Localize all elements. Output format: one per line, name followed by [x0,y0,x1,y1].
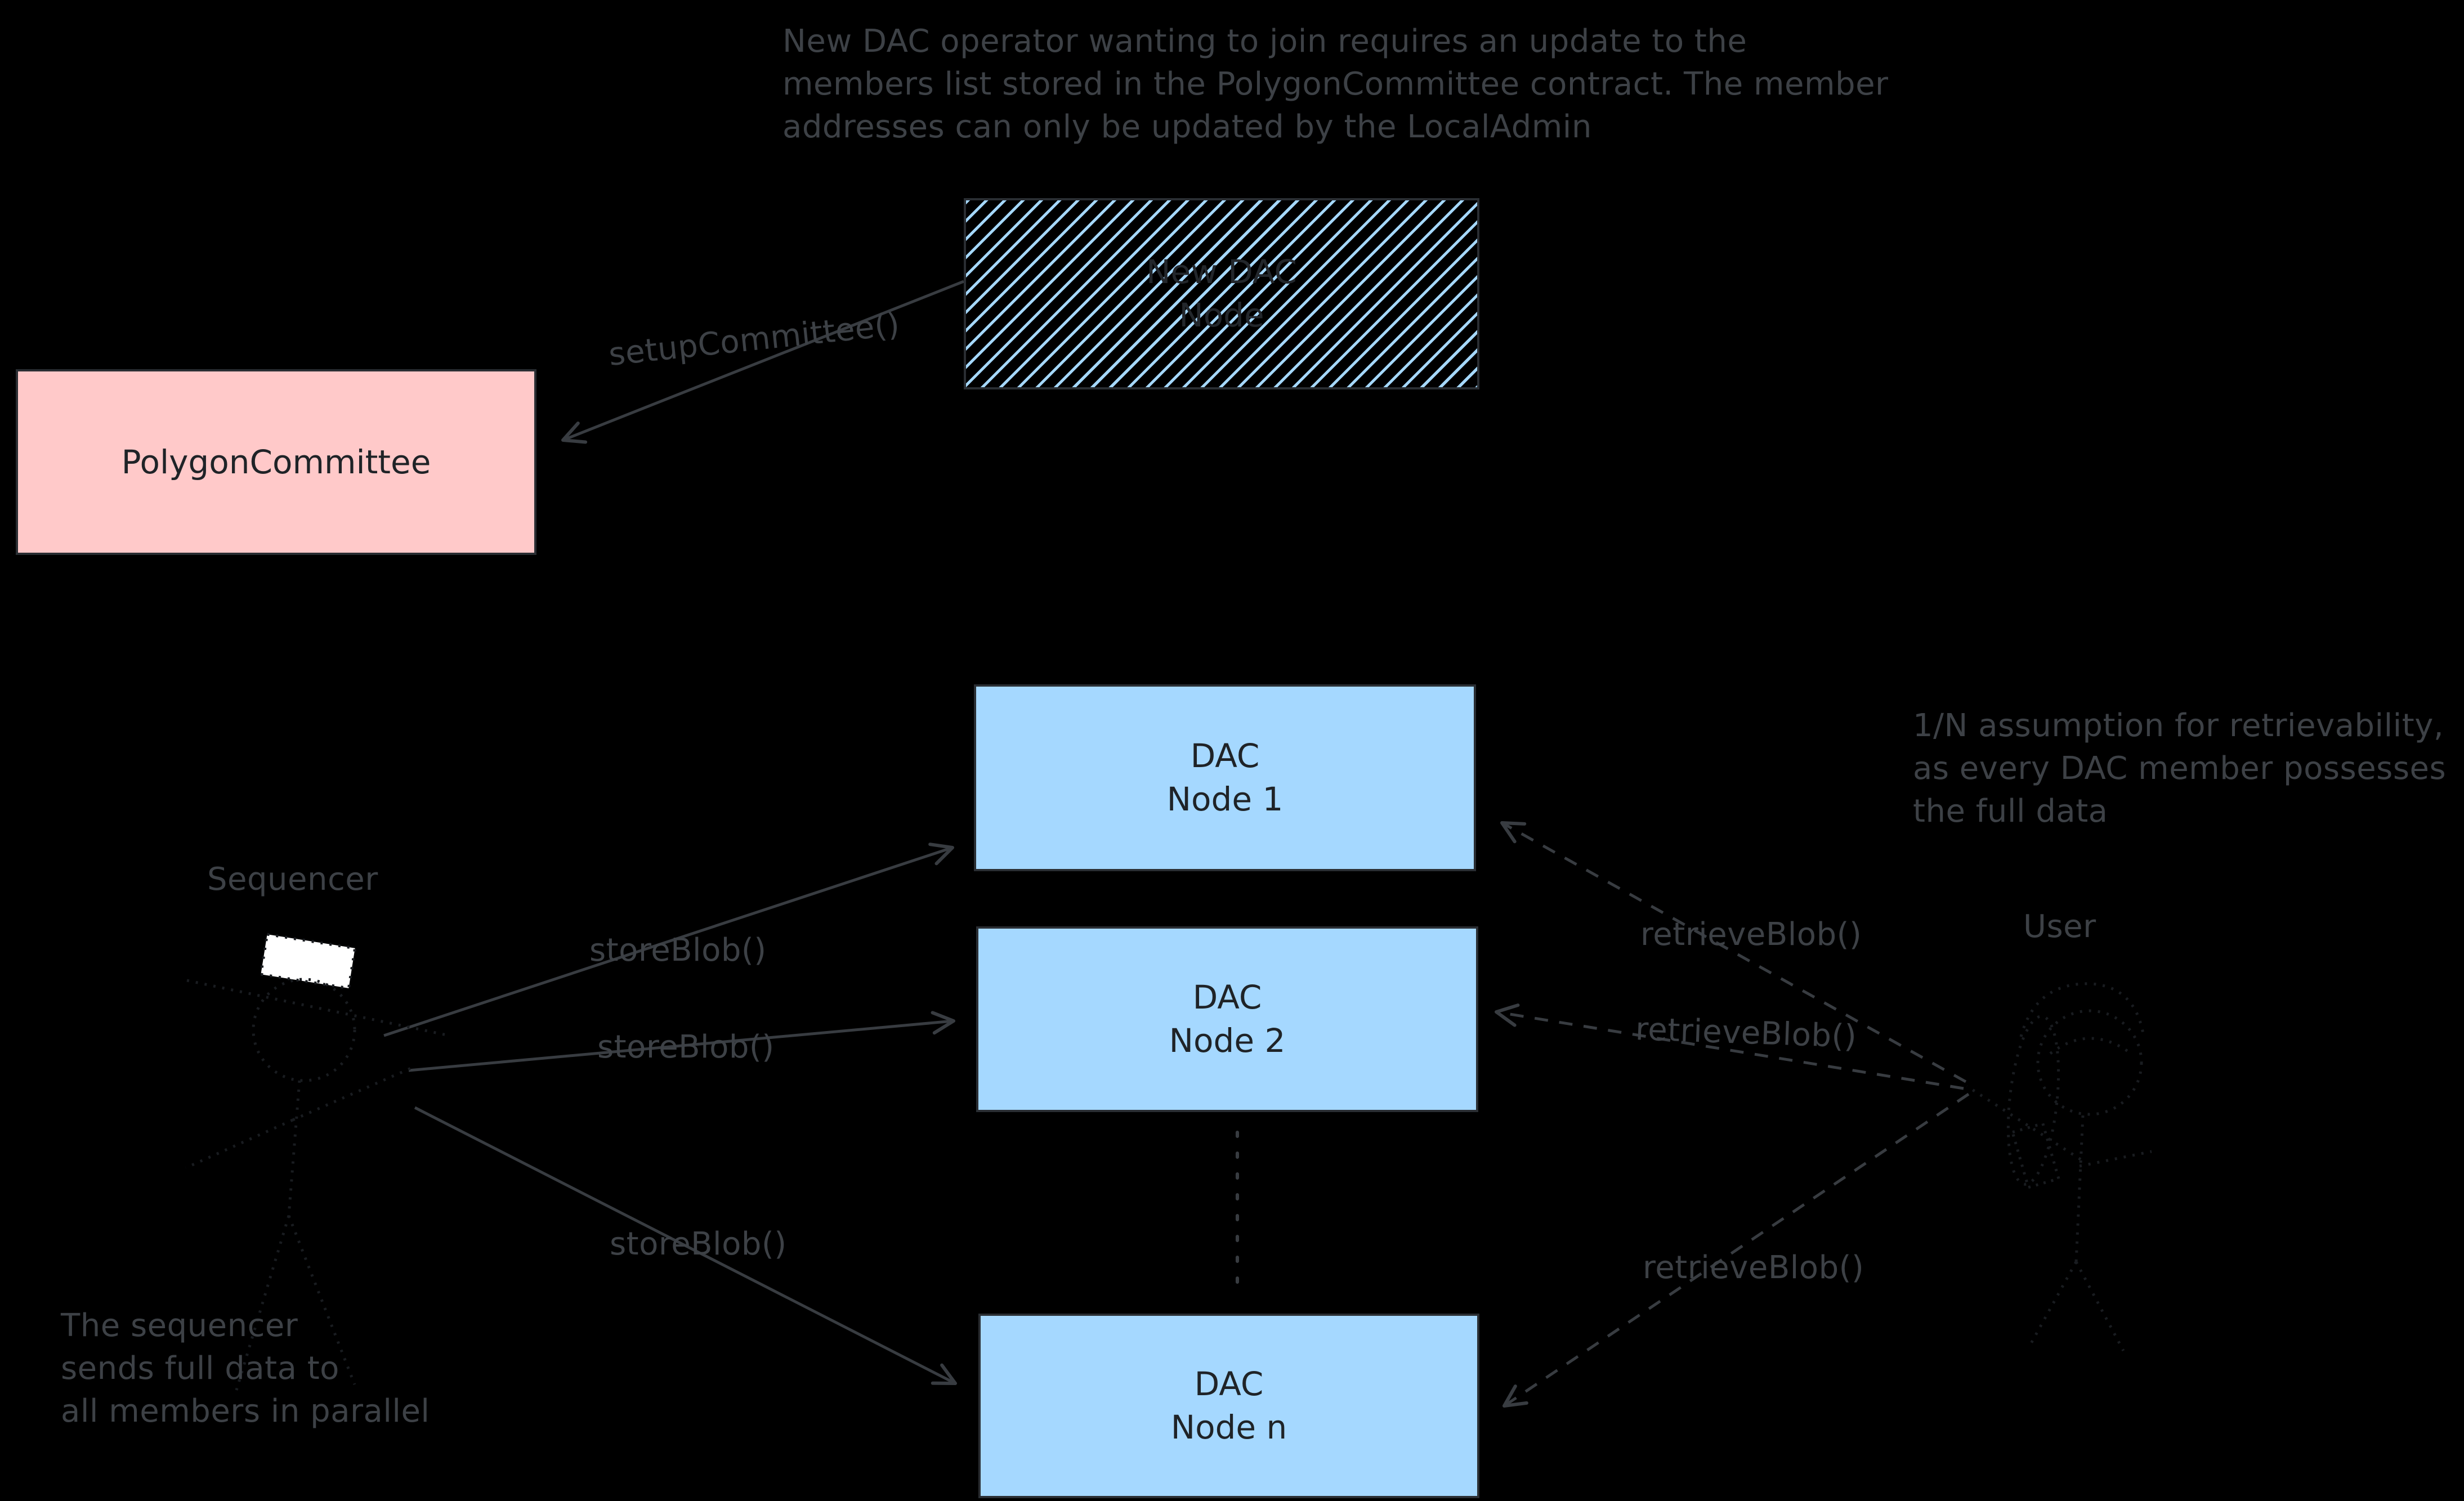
note-retrievability: 1/N assumption for retrievability, as ev… [1913,707,2447,830]
user-head [2036,1009,2143,1116]
user-phone [2010,1122,2061,1189]
user-leg-right [2074,1261,2125,1352]
sequencer-body [287,1080,301,1216]
note-sequencer-parallel: The sequencer sends full data to all mem… [61,1307,430,1430]
sequencer-leg-left [235,1215,290,1391]
node-dac-1-label: DAC Node 1 [1166,737,1284,818]
node-dac-1: DAC Node 1 [974,684,1476,871]
label-sequencer: Sequencer [207,861,378,898]
label-store-blob-1: storeBlob() [589,932,767,969]
node-polygon-committee: PolygonCommittee [16,369,536,555]
user-arm-left [1966,1085,2082,1161]
edge-store-blob-2-arrow [408,1011,955,1072]
sequencer-leg-right [287,1215,356,1385]
edge-retrieve-blob-2-arrow [1495,1003,1964,1090]
label-retrieve-blob-3: retrieveBlob() [1643,1249,1864,1286]
node-dac-n-label: DAC Node n [1170,1365,1287,1446]
sequencer-figure-icon [185,933,450,1391]
user-hair-fringe [2049,1037,2129,1055]
node-new-dac-label: New DAC Node [1146,253,1297,334]
user-body [2074,1115,2085,1262]
sequencer-hat-rect [259,933,357,990]
node-dac-n: DAC Node n [978,1314,1479,1498]
node-dac-2: DAC Node 2 [976,926,1478,1112]
user-leg-left [2027,1261,2078,1348]
label-retrieve-blob-1: retrieveBlob() [1640,916,1862,953]
node-dac-2-label: DAC Node 2 [1169,978,1286,1060]
user-figure-icon [1966,982,2152,1352]
edge-retrieve-blob-3-arrow [1502,1092,1970,1408]
label-store-blob-3: storeBlob() [610,1226,787,1262]
edge-store-blob-3-arrow [414,1106,957,1385]
edge-setup-committee-arrow [561,280,964,444]
label-retrieve-blob-2: retrieveBlob() [1634,1011,1858,1055]
node-new-dac: New DAC Node [964,198,1479,389]
sequencer-head [252,978,356,1082]
label-store-blob-2: storeBlob() [597,1029,775,1065]
node-polygon-committee-label: PolygonCommittee [121,442,431,481]
sequencer-arm-left [185,1118,294,1170]
label-user: User [2023,908,2096,945]
note-join-requirement: New DAC operator wanting to join require… [782,23,1889,146]
sequencer-arm-right [292,1067,412,1122]
user-arm-right [2079,1150,2152,1168]
edge-store-blob-1-arrow [383,843,954,1037]
